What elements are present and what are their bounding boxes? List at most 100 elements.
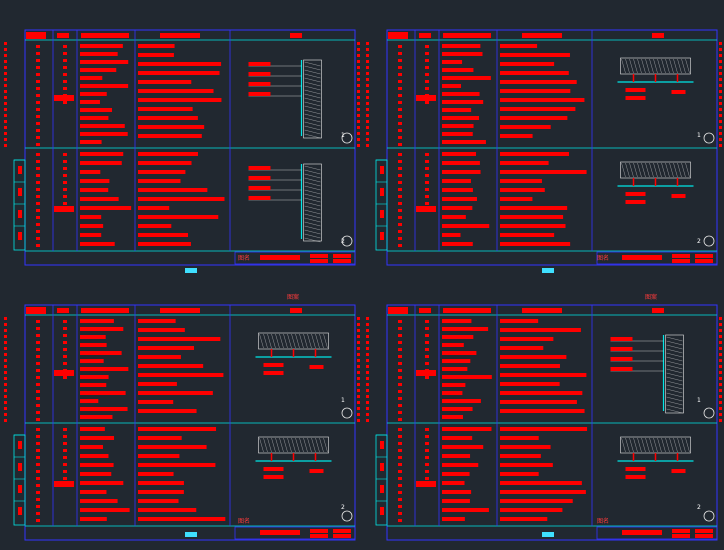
drawing-sheet-top-left[interactable] bbox=[0, 0, 362, 275]
side-glyph bbox=[366, 353, 369, 356]
header-logo bbox=[26, 307, 46, 314]
title-block-value bbox=[672, 534, 690, 538]
spec-text-line bbox=[500, 346, 544, 350]
hatch-line bbox=[673, 162, 678, 178]
hatch-line bbox=[304, 217, 321, 223]
hatch-line bbox=[653, 58, 658, 74]
spec-text-line bbox=[138, 116, 198, 120]
side-glyph bbox=[4, 335, 7, 338]
hatch-line bbox=[665, 58, 670, 74]
spec-text-line bbox=[138, 224, 172, 228]
text-glyph bbox=[398, 136, 402, 139]
drawing-sheet-bottom-left[interactable] bbox=[0, 275, 362, 550]
spec-text-line bbox=[500, 242, 571, 246]
side-glyph bbox=[366, 377, 369, 380]
side-glyph bbox=[366, 54, 369, 57]
side-glyph bbox=[4, 419, 7, 422]
side-glyph bbox=[366, 395, 369, 398]
side-glyph bbox=[366, 90, 369, 93]
spec-text-line bbox=[442, 481, 465, 485]
hatch-line bbox=[311, 333, 316, 349]
side-glyph bbox=[4, 323, 7, 326]
header-mark bbox=[57, 308, 69, 313]
spec-text-line bbox=[138, 53, 174, 57]
spec-text-line bbox=[80, 407, 128, 411]
spec-text-line bbox=[442, 60, 463, 64]
side-glyph bbox=[4, 413, 7, 416]
callout-label bbox=[263, 363, 284, 367]
text-glyph bbox=[398, 341, 402, 344]
side-glyph bbox=[366, 78, 369, 81]
spec-text-line bbox=[500, 80, 577, 84]
spec-text-line bbox=[138, 445, 207, 449]
hatch-line bbox=[641, 437, 646, 453]
tag-mark bbox=[54, 481, 74, 487]
text-glyph bbox=[36, 202, 40, 205]
callout-label bbox=[309, 365, 324, 369]
spec-text-line bbox=[80, 116, 109, 120]
text-glyph bbox=[398, 181, 402, 184]
side-glyph bbox=[366, 72, 369, 75]
side-glyph bbox=[366, 132, 369, 135]
drawing-sheet-top-right[interactable] bbox=[362, 0, 724, 275]
side-glyph bbox=[4, 395, 7, 398]
side-glyph bbox=[719, 323, 722, 326]
text-glyph bbox=[36, 376, 40, 379]
hatch-line bbox=[621, 162, 626, 178]
hatch-line bbox=[304, 165, 321, 171]
text-glyph bbox=[36, 181, 40, 184]
spec-text-line bbox=[138, 427, 217, 431]
spec-text-line bbox=[500, 224, 566, 228]
text-glyph bbox=[36, 80, 40, 83]
text-glyph bbox=[398, 66, 402, 69]
spec-text-line bbox=[442, 383, 466, 387]
hatch-line bbox=[625, 162, 630, 178]
hatch-line bbox=[666, 352, 683, 358]
spec-text-line bbox=[80, 427, 105, 431]
text-glyph bbox=[36, 209, 40, 212]
text-glyph bbox=[398, 153, 402, 156]
hatch-line bbox=[629, 58, 634, 74]
scale-bar bbox=[542, 268, 554, 273]
title-block bbox=[234, 526, 356, 540]
header-logo bbox=[388, 32, 408, 39]
side-tab-mark bbox=[18, 485, 22, 493]
side-tab-mark bbox=[18, 166, 22, 174]
detail-number: 2 bbox=[341, 238, 345, 245]
spec-text-line bbox=[500, 400, 577, 404]
detail-number: 2 bbox=[697, 238, 701, 245]
text-glyph bbox=[63, 428, 67, 431]
header-mark bbox=[81, 33, 129, 38]
spec-text-line bbox=[138, 499, 179, 503]
sheet-drawing bbox=[366, 304, 722, 541]
hatch-line bbox=[304, 93, 321, 99]
hatch-line bbox=[621, 58, 626, 74]
side-glyph bbox=[719, 42, 722, 45]
callout-label bbox=[309, 469, 324, 473]
text-glyph bbox=[36, 136, 40, 139]
hatch-line bbox=[304, 77, 321, 83]
title-block-value bbox=[333, 259, 351, 263]
hatch-line bbox=[666, 380, 683, 386]
spec-text-line bbox=[80, 490, 107, 494]
side-glyph bbox=[719, 114, 722, 117]
spec-text-line bbox=[442, 108, 472, 112]
drawing-sheet-bottom-right[interactable] bbox=[362, 275, 724, 550]
detail-view bbox=[248, 163, 353, 247]
text-glyph bbox=[36, 484, 40, 487]
text-glyph bbox=[425, 195, 429, 198]
callout-label bbox=[248, 92, 271, 96]
detail-number: 2 bbox=[341, 504, 345, 511]
spec-text-line bbox=[80, 100, 100, 104]
side-glyph bbox=[719, 102, 722, 105]
side-glyph bbox=[357, 72, 360, 75]
spec-text-line bbox=[80, 359, 104, 363]
spec-text-line bbox=[80, 68, 117, 72]
side-glyph bbox=[4, 383, 7, 386]
side-glyph bbox=[4, 389, 7, 392]
hatch-line bbox=[661, 162, 666, 178]
hatch-line bbox=[645, 58, 650, 74]
text-glyph bbox=[63, 45, 67, 48]
hatch-line bbox=[677, 437, 682, 453]
